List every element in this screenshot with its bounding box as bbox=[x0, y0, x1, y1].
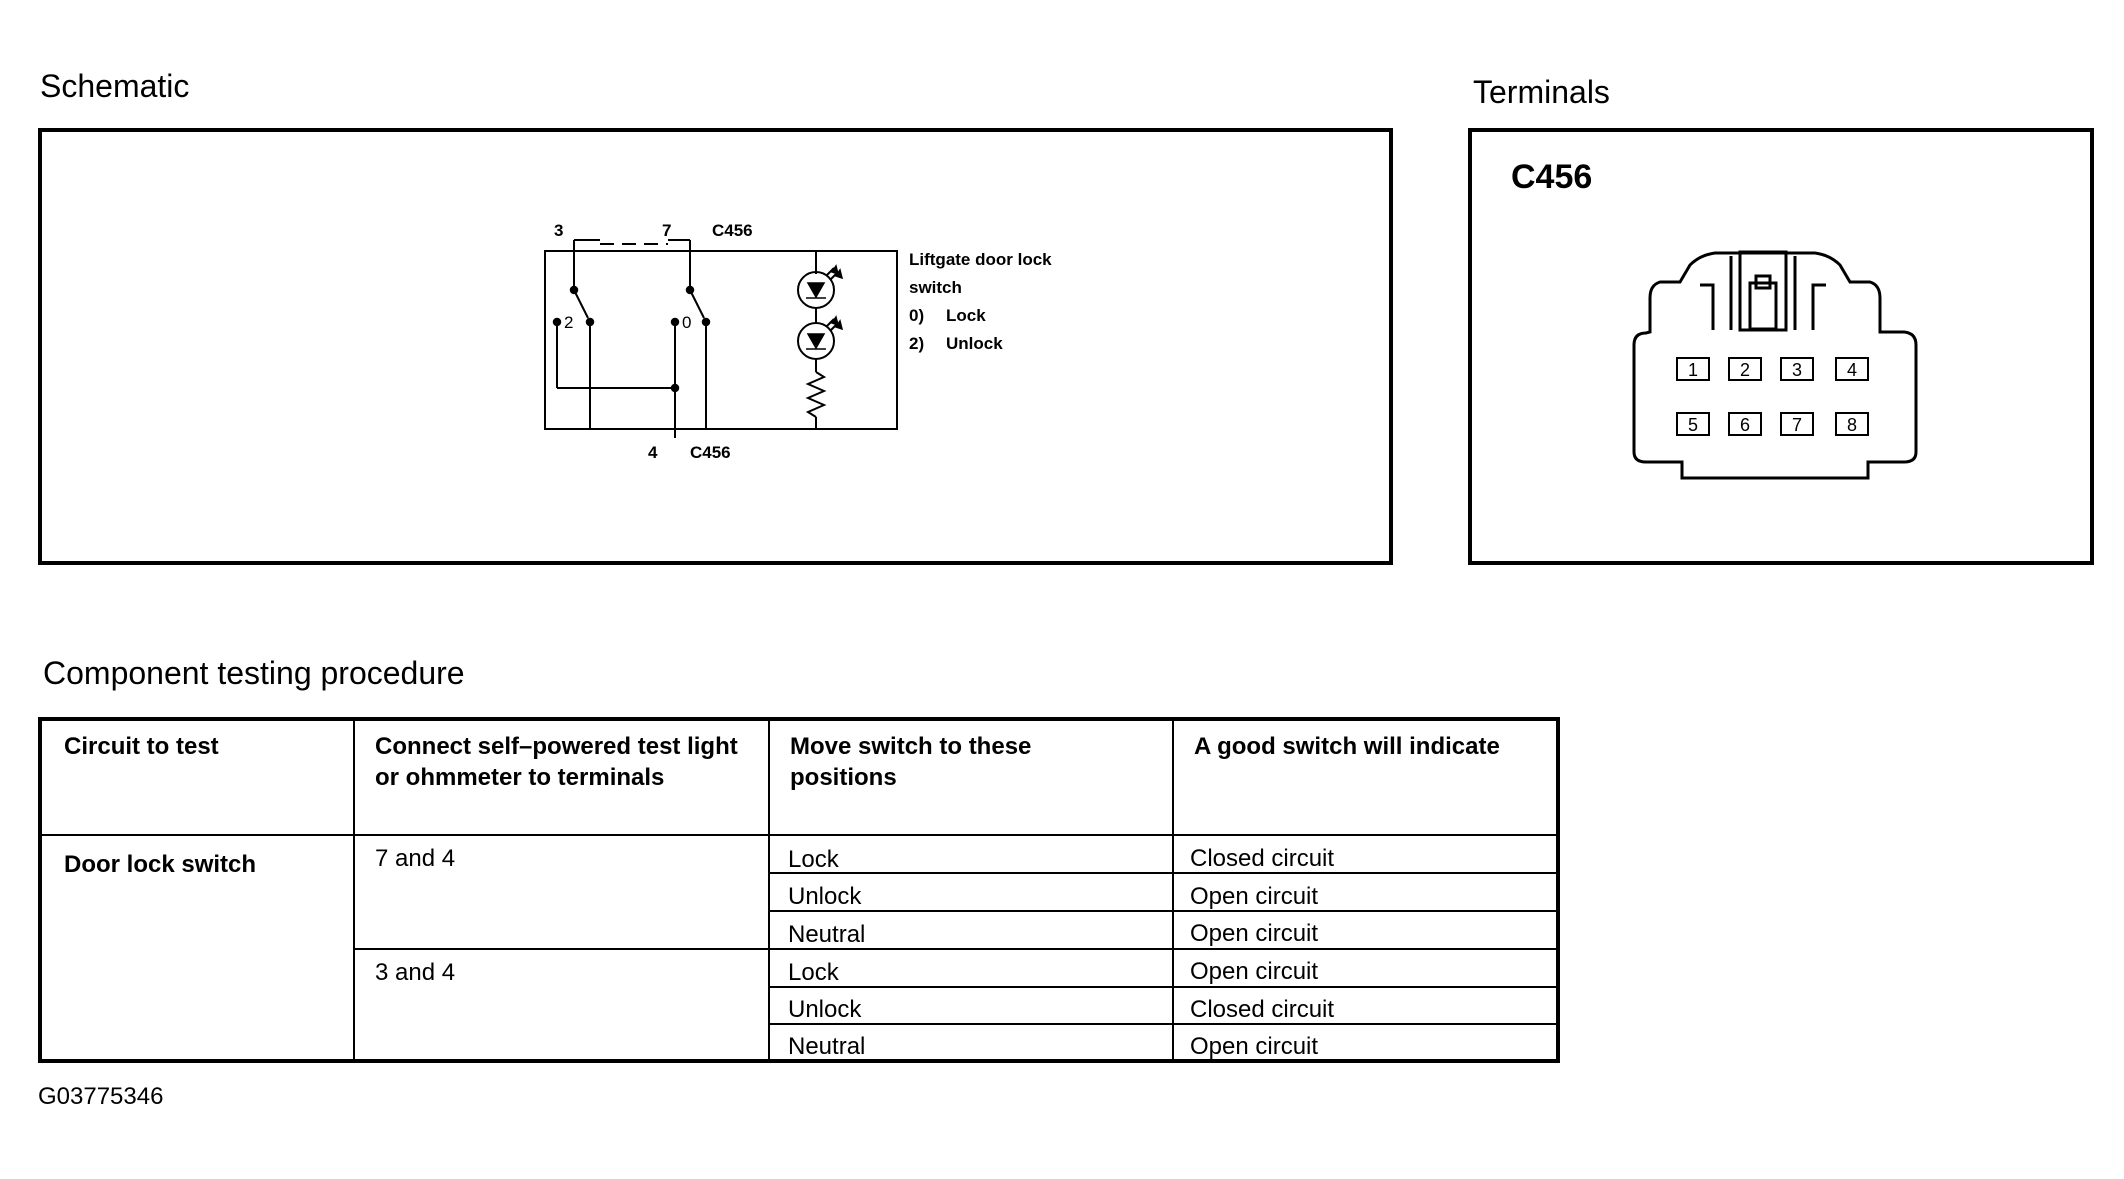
terminal-1-box bbox=[1676, 357, 1710, 381]
position-cell: Neutral bbox=[788, 1033, 866, 1060]
terminal-4-box bbox=[1835, 357, 1869, 381]
row-divider bbox=[768, 1023, 1556, 1025]
latch-frame bbox=[1738, 250, 1788, 332]
schematic-heading: Schematic bbox=[40, 68, 190, 104]
row-divider bbox=[768, 986, 1556, 988]
procedure-heading: Component testing procedure bbox=[43, 655, 465, 691]
connector-outline bbox=[1632, 251, 1918, 480]
terminal-5-box bbox=[1676, 412, 1710, 436]
result-cell: Closed circuit bbox=[1190, 996, 1335, 1023]
header-terminals-line2: or ohmmeter to terminals bbox=[375, 764, 665, 791]
circuit-cell: Door lock switch bbox=[64, 851, 257, 878]
position-cell: Lock bbox=[788, 959, 839, 986]
result-cell: Open circuit bbox=[1190, 1033, 1319, 1060]
legend-lock-number: 0) bbox=[909, 306, 924, 325]
header-circuit: Circuit to test bbox=[64, 733, 219, 760]
switch-name-line1: Liftgate door lock bbox=[909, 250, 1052, 269]
header-positions-line2: positions bbox=[790, 764, 897, 791]
header-divider bbox=[42, 834, 1556, 836]
terminal-8-label: 8 bbox=[1847, 415, 1857, 435]
switch-body-outline bbox=[544, 250, 898, 430]
row-divider bbox=[768, 872, 1556, 874]
result-cell: Open circuit bbox=[1190, 883, 1319, 910]
legend-unlock-number: 2) bbox=[909, 334, 924, 353]
header-terminals-line1: Connect self–powered test light bbox=[375, 733, 738, 760]
position-cell: Unlock bbox=[788, 883, 862, 910]
connector-id-label: C456 bbox=[1511, 158, 1592, 196]
connector-label-top: C456 bbox=[712, 221, 753, 240]
terminals-heading: Terminals bbox=[1473, 74, 1610, 110]
terminal-5-label: 5 bbox=[1688, 415, 1698, 435]
terminal-7-label: 7 bbox=[1792, 415, 1802, 435]
terminal-3-box bbox=[1780, 357, 1814, 381]
terminals-panel bbox=[1468, 128, 2094, 565]
terminal-2-box bbox=[1728, 357, 1762, 381]
row-divider bbox=[768, 910, 1556, 912]
connector-label-bottom: C456 bbox=[690, 443, 731, 462]
terminal-8-box bbox=[1835, 412, 1869, 436]
procedure-table: Circuit to test Connect self–powered tes… bbox=[38, 717, 1560, 1063]
header-positions-line1: Move switch to these bbox=[790, 733, 1032, 760]
group-divider bbox=[353, 948, 1556, 950]
figure-id: G03775346 bbox=[38, 1083, 164, 1110]
column-divider bbox=[768, 721, 770, 1059]
result-cell: Open circuit bbox=[1190, 958, 1319, 985]
terminal-1-label: 1 bbox=[1688, 360, 1698, 380]
position-cell: Neutral bbox=[788, 921, 866, 948]
switch-right-position: 0 bbox=[682, 313, 691, 332]
legend-unlock-label: Unlock bbox=[946, 334, 1003, 353]
terminal-4-label: 4 bbox=[1847, 360, 1857, 380]
terminal-pair-cell: 7 and 4 bbox=[375, 845, 456, 872]
legend-lock-label: Lock bbox=[946, 306, 986, 325]
result-cell: Open circuit bbox=[1190, 920, 1319, 947]
terminal-2-label: 2 bbox=[1740, 360, 1750, 380]
column-divider bbox=[1172, 721, 1174, 1059]
latch-window bbox=[1748, 281, 1778, 331]
switch-right-blade bbox=[689, 289, 705, 319]
column-divider bbox=[353, 721, 355, 1059]
terminal-6-box bbox=[1728, 412, 1762, 436]
switch-left-position: 2 bbox=[564, 313, 573, 332]
terminal-7-box bbox=[1780, 412, 1814, 436]
switch-left-blade bbox=[573, 289, 589, 319]
pin-3-label: 3 bbox=[554, 221, 563, 240]
switch-name-line2: switch bbox=[909, 278, 962, 297]
position-cell: Lock bbox=[788, 846, 839, 873]
position-cell: Unlock bbox=[788, 996, 862, 1023]
resistor-symbol bbox=[805, 371, 827, 418]
header-result: A good switch will indicate bbox=[1194, 733, 1500, 760]
terminal-6-label: 6 bbox=[1740, 415, 1750, 435]
terminal-pair-cell: 3 and 4 bbox=[375, 959, 456, 986]
terminal-3-label: 3 bbox=[1792, 360, 1802, 380]
pin-7-label: 7 bbox=[662, 221, 671, 240]
schematic-panel bbox=[38, 128, 1393, 565]
result-cell: Closed circuit bbox=[1190, 845, 1335, 872]
pin-4-label: 4 bbox=[648, 443, 658, 462]
